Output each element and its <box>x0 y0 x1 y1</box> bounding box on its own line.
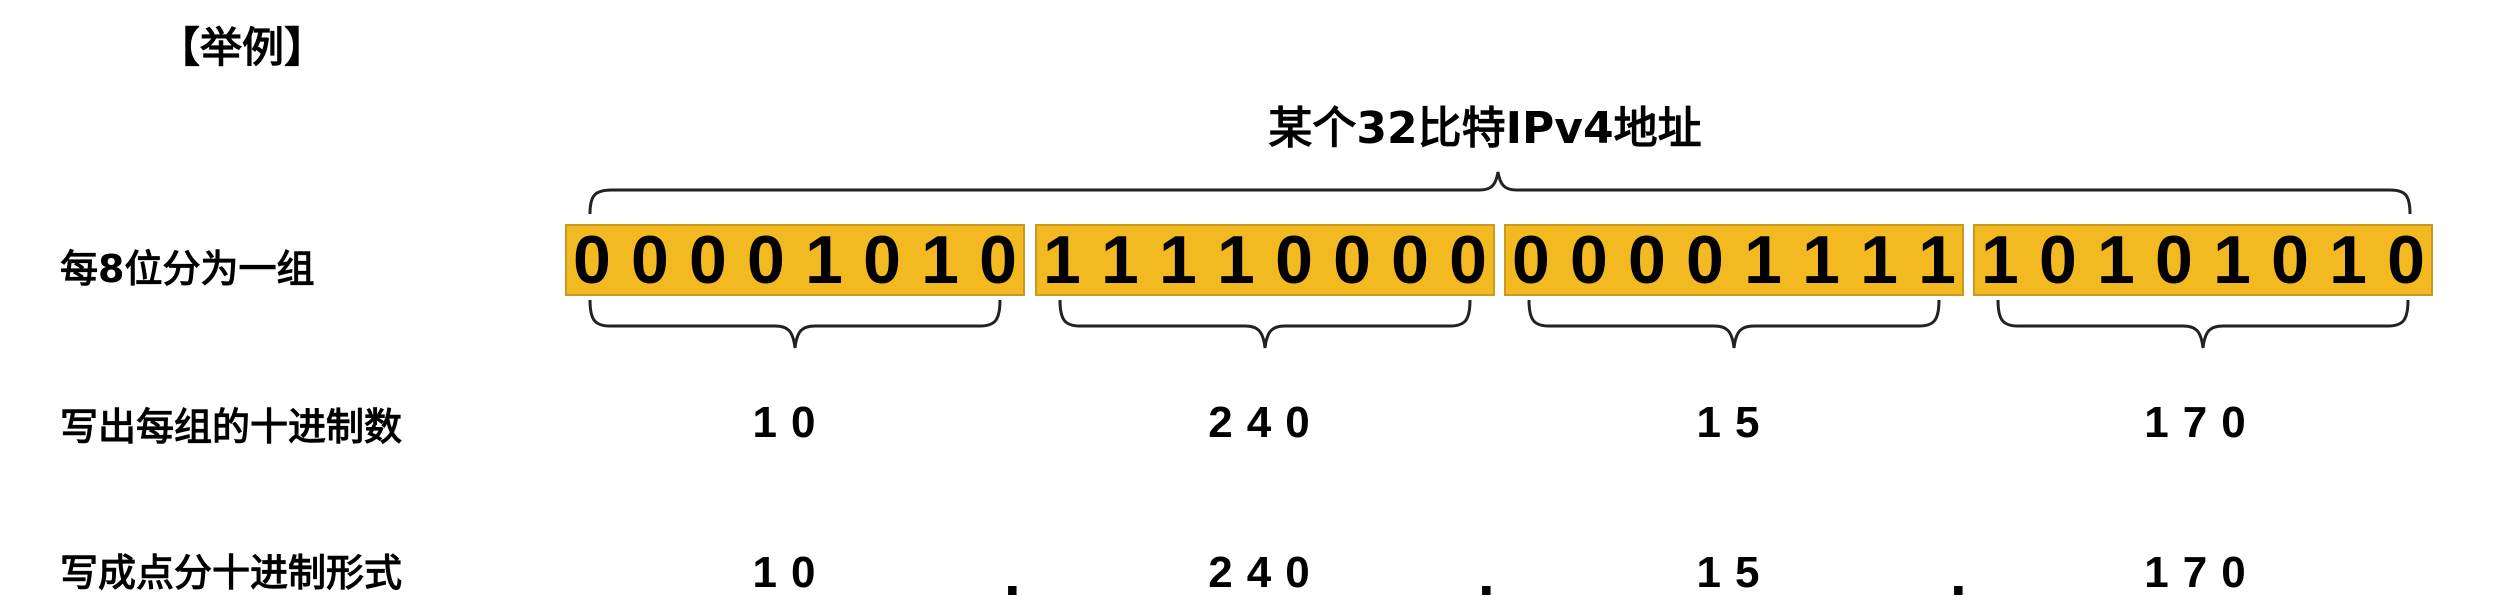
bit: 1 <box>1217 222 1255 298</box>
group-brace <box>1996 299 2410 349</box>
dot-separator: . <box>1478 541 1495 608</box>
bit: 0 <box>2039 222 2077 298</box>
bit: 0 <box>1512 222 1550 298</box>
bit: 0 <box>1391 222 1429 298</box>
bit: 0 <box>1570 222 1608 298</box>
bit: 1 <box>1744 222 1782 298</box>
row-label-dotted: 写成点分十进制形式 <box>60 551 403 595</box>
bit: 0 <box>747 222 785 298</box>
bit: 0 <box>979 222 1017 298</box>
bit: 1 <box>2329 222 2367 298</box>
bit: 0 <box>1275 222 1313 298</box>
bit: 0 <box>2387 222 2425 298</box>
example-title: 【举例】 <box>158 23 327 72</box>
bit: 0 <box>1686 222 1724 298</box>
bit: 0 <box>689 222 727 298</box>
group-brace <box>1058 299 1472 349</box>
ipv4-address-label: 某个32比特IPv4地址 <box>1268 103 1702 154</box>
bit: 1 <box>2213 222 2251 298</box>
bit: 1 <box>1981 222 2019 298</box>
decimal-value: 170 <box>2144 398 2260 447</box>
bit: 1 <box>2097 222 2135 298</box>
bit: 1 <box>1101 222 1139 298</box>
row-label-group: 每8位分为一组 <box>60 247 315 291</box>
bit: 1 <box>1860 222 1898 298</box>
group-brace <box>1527 299 1941 349</box>
bit: 0 <box>1333 222 1371 298</box>
top-brace <box>588 171 2412 215</box>
bit: 1 <box>1043 222 1081 298</box>
bit: 0 <box>2155 222 2193 298</box>
bit: 1 <box>921 222 959 298</box>
dot-separator: . <box>1950 541 1967 608</box>
dotted-value: 10 <box>752 548 830 597</box>
dotted-value: 170 <box>2144 548 2260 597</box>
decimal-value: 240 <box>1208 398 1324 447</box>
dot-separator: . <box>1004 541 1021 608</box>
decimal-value: 15 <box>1696 398 1774 447</box>
dotted-value: 240 <box>1208 548 1324 597</box>
group-brace <box>588 299 1002 349</box>
bit: 1 <box>805 222 843 298</box>
bit: 0 <box>631 222 669 298</box>
bit: 1 <box>1802 222 1840 298</box>
dotted-value: 15 <box>1696 548 1774 597</box>
bit: 1 <box>1918 222 1956 298</box>
row-label-decimal: 写出每组的十进制数 <box>60 405 403 449</box>
bit: 0 <box>863 222 901 298</box>
bit: 0 <box>573 222 611 298</box>
bit: 0 <box>2271 222 2309 298</box>
bit: 1 <box>1159 222 1197 298</box>
decimal-value: 10 <box>752 398 830 447</box>
bit: 0 <box>1449 222 1487 298</box>
bit: 0 <box>1628 222 1666 298</box>
